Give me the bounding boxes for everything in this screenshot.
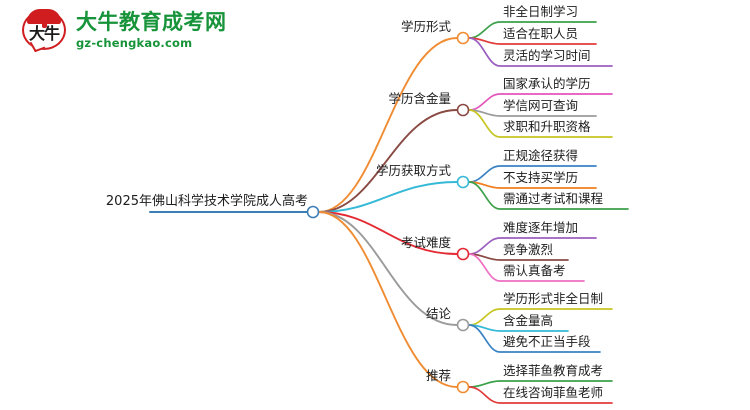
mindmap-leaf-label-3-3[interactable]: 需通过考试和课程 bbox=[503, 191, 604, 206]
mindmap-node-dot[interactable] bbox=[456, 103, 470, 117]
mindmap-nodes bbox=[306, 31, 470, 394]
mindmap-leaf-label-3-1[interactable]: 正规途径获得 bbox=[503, 148, 579, 163]
mindmap-node-dot[interactable] bbox=[456, 380, 470, 394]
mindmap-edge bbox=[318, 211, 458, 388]
logo-cap-shape bbox=[27, 9, 61, 24]
mindmap-edge bbox=[318, 181, 458, 213]
mindmap-leaf-label-5-2[interactable]: 含金量高 bbox=[503, 313, 554, 328]
mindmap-root-label[interactable]: 2025年佛山科学技术学院成人高考 bbox=[105, 194, 308, 209]
site-header: 大牛 大牛教育成考网 gz-chengkao.com bbox=[0, 0, 260, 62]
mindmap-edge bbox=[468, 386, 613, 404]
mindmap-node-dot[interactable] bbox=[456, 318, 470, 332]
mindmap-leaf-label-5-1[interactable]: 学历形式非全日制 bbox=[503, 291, 604, 306]
mindmap-node-dot[interactable] bbox=[306, 205, 320, 219]
mindmap-edge bbox=[468, 324, 601, 353]
mindmap-edge bbox=[468, 253, 585, 282]
mindmap-leaf-label-3-2[interactable]: 不支持买学历 bbox=[503, 170, 579, 185]
mindmap-branch-label-6[interactable]: 推荐 bbox=[425, 368, 451, 383]
mindmap-leaf-label-2-1[interactable]: 国家承认的学历 bbox=[503, 76, 591, 91]
mindmap-node-dot[interactable] bbox=[456, 31, 470, 45]
mindmap-node-dot[interactable] bbox=[456, 175, 470, 189]
mindmap-edge bbox=[318, 211, 458, 255]
mindmap-branch-label-1[interactable]: 学历形式 bbox=[400, 19, 451, 34]
site-title: 大牛教育成考网 bbox=[76, 10, 227, 35]
mindmap-leaf-label-5-3[interactable]: 避免不正当手段 bbox=[503, 334, 591, 349]
mindmap-leaf-label-2-3[interactable]: 求职和升职资格 bbox=[503, 119, 591, 134]
mindmap-leaf-label-6-2[interactable]: 在线咨询菲鱼老师 bbox=[503, 385, 604, 400]
site-domain: gz-chengkao.com bbox=[76, 36, 193, 51]
logo-glyph-text: 大牛 bbox=[28, 24, 60, 43]
mindmap-leaf-label-1-1[interactable]: 非全日制学习 bbox=[503, 4, 579, 19]
mindmap-leaf-label-4-1[interactable]: 难度逐年增加 bbox=[503, 220, 579, 235]
site-brand-text: 大牛教育成考网 gz-chengkao.com bbox=[76, 12, 227, 50]
mindmap-leaf-label-4-2[interactable]: 竞争激烈 bbox=[503, 242, 554, 257]
mindmap-edge bbox=[318, 109, 458, 213]
logo-cap-knob bbox=[42, 17, 47, 28]
mindmap-edge bbox=[468, 181, 629, 210]
mindmap-node-dot[interactable] bbox=[456, 247, 470, 261]
site-logo-icon: 大牛 bbox=[22, 8, 68, 54]
mindmap-edge bbox=[318, 37, 458, 213]
mindmap-branch-label-4[interactable]: 考试难度 bbox=[400, 235, 451, 250]
mindmap-branch-label-3[interactable]: 学历获取方式 bbox=[375, 163, 451, 178]
mindmap-edges bbox=[149, 21, 629, 404]
mindmap-leaf-label-2-2[interactable]: 学信网可查询 bbox=[503, 98, 579, 113]
mindmap-leaf-label-4-3[interactable]: 需认真备考 bbox=[503, 263, 566, 278]
mindmap-branch-label-5[interactable]: 结论 bbox=[425, 306, 451, 321]
mindmap-branch-label-2[interactable]: 学历含金量 bbox=[388, 91, 451, 106]
mindmap-leaf-label-6-1[interactable]: 选择菲鱼教育成考 bbox=[503, 363, 604, 378]
mindmap-edge bbox=[318, 211, 458, 326]
mindmap-edge bbox=[468, 109, 613, 138]
mindmap-edge bbox=[468, 37, 613, 67]
mindmap-leaf-label-1-2[interactable]: 适合在职人员 bbox=[503, 26, 579, 41]
mindmap-leaf-label-1-3[interactable]: 灵活的学习时间 bbox=[503, 48, 591, 63]
